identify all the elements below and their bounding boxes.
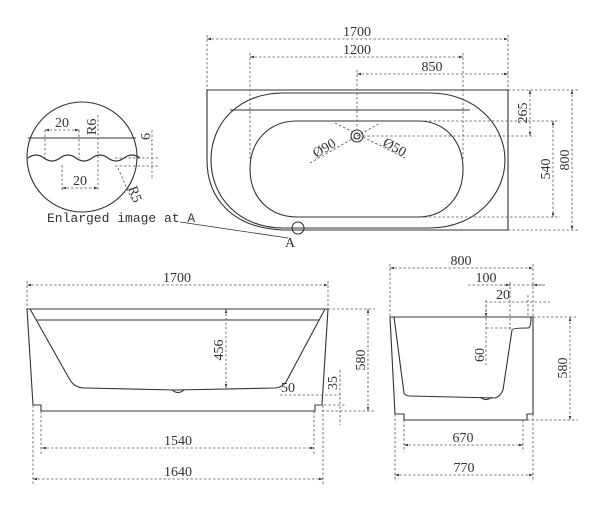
detail-dim-r6: R6: [85, 119, 100, 135]
front-dim-1700: 1700: [163, 271, 191, 286]
side-dim-20: 20: [496, 288, 510, 303]
top-view: 1700 1200 850 265 540 800 Ø90 Ø50 A: [179, 25, 580, 251]
rim-oval: [210, 92, 506, 229]
dim-850: 850: [422, 60, 443, 75]
detail-dim-20-bottom: 20: [73, 174, 87, 189]
dim-800: 800: [558, 150, 573, 171]
side-dim-580: 580: [556, 358, 571, 379]
side-dim-670: 670: [453, 431, 474, 446]
side-dim-100: 100: [476, 271, 497, 286]
detail-view: 20 R6 20 6 R5 Enlarged image at A: [26, 101, 195, 226]
basin-oval: [249, 120, 464, 218]
front-view: 1700 456 580 35 50 1540 1640: [26, 271, 375, 485]
front-dim-1540: 1540: [164, 434, 192, 449]
detail-dim-r5: R5: [124, 184, 144, 204]
detail-caption: Enlarged image at A: [47, 211, 195, 226]
dim-dia-50: Ø50: [380, 135, 408, 160]
front-dim-50: 50: [281, 381, 295, 396]
dim-540: 540: [539, 159, 554, 180]
marker-label-a: A: [285, 236, 296, 251]
side-dim-800: 800: [451, 254, 472, 269]
side-view: 800 100 20 60 580 670 770: [389, 254, 578, 482]
front-dim-456: 456: [212, 340, 227, 361]
top-outline: [206, 89, 509, 231]
dim-1700: 1700: [343, 25, 371, 40]
front-dim-1640: 1640: [164, 465, 192, 480]
detail-marker-circle: [291, 221, 305, 235]
dim-dia-90: Ø90: [311, 136, 339, 161]
front-dim-35: 35: [326, 376, 341, 390]
front-dim-580: 580: [354, 350, 369, 371]
dim-1200: 1200: [343, 43, 371, 58]
detail-dim-6: 6: [139, 133, 154, 140]
dim-265: 265: [516, 103, 531, 124]
side-dim-770: 770: [454, 461, 475, 476]
detail-dim-20-top: 20: [55, 116, 69, 131]
side-dim-60: 60: [473, 348, 488, 362]
